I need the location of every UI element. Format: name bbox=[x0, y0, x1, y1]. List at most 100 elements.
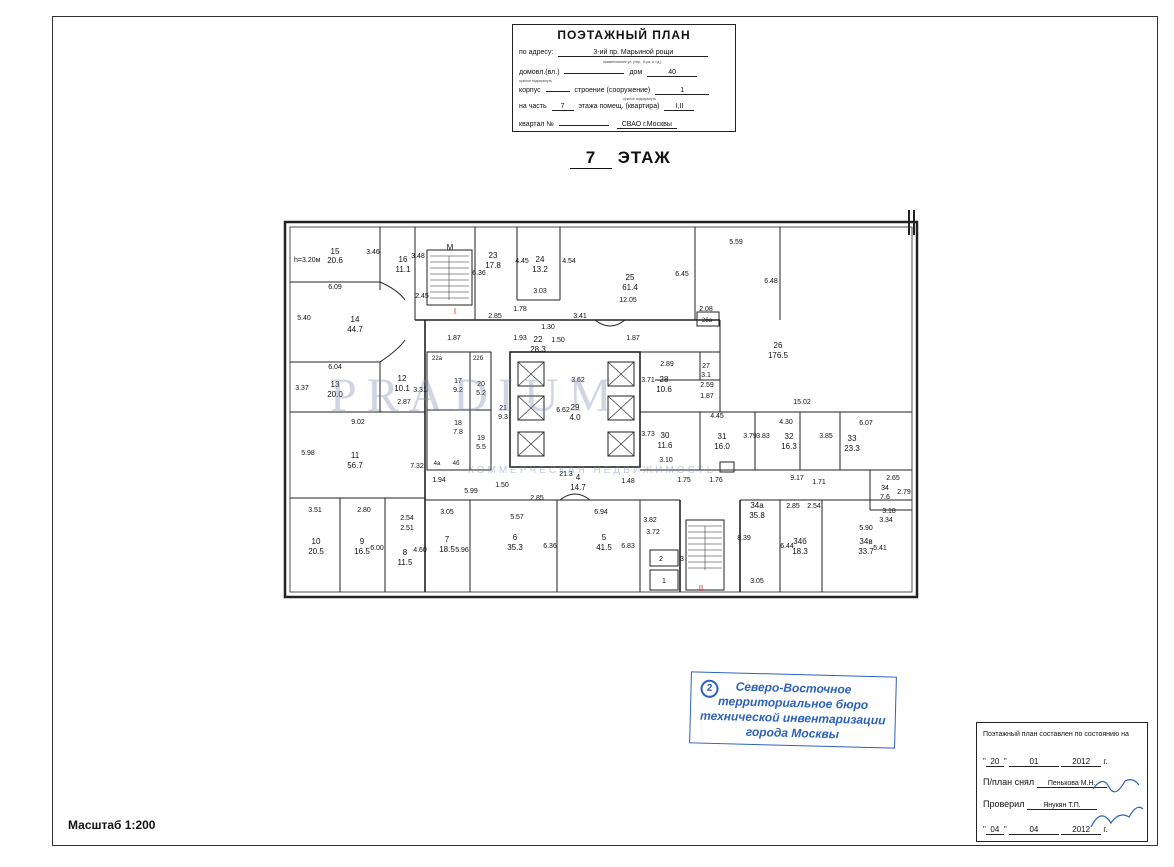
bti-stamp: 2 Северо-Восточное территориальное бюро … bbox=[689, 671, 897, 749]
svg-text:1.87: 1.87 bbox=[447, 335, 461, 342]
svg-text:10: 10 bbox=[312, 537, 321, 546]
svg-text:25: 25 bbox=[626, 273, 635, 282]
svg-text:17: 17 bbox=[454, 378, 462, 385]
room-label: 4б bbox=[453, 461, 460, 467]
svg-text:3.10: 3.10 bbox=[659, 457, 673, 464]
svg-text:23.3: 23.3 bbox=[844, 444, 860, 453]
floor-title: 7 ЭТАЖ bbox=[570, 148, 671, 169]
room-26a bbox=[696, 311, 720, 327]
address-value: 3-ий пр. Марьиной рощи bbox=[558, 49, 709, 57]
svg-text:1.78: 1.78 bbox=[513, 306, 527, 313]
svg-text:35.3: 35.3 bbox=[507, 543, 523, 552]
svg-text:5.5: 5.5 bbox=[476, 444, 486, 451]
svg-text:3.18: 3.18 bbox=[882, 508, 896, 515]
elevator-shaft bbox=[607, 361, 635, 387]
korpus-row: корпус строение (сооружение) 1 bbox=[519, 87, 729, 97]
plan-walls bbox=[283, 210, 919, 599]
svg-text:22а: 22а bbox=[432, 356, 443, 362]
svg-text:2.08: 2.08 bbox=[699, 306, 713, 313]
svg-text:9.02: 9.02 bbox=[351, 419, 365, 426]
info-title: Поэтажный план составлен по состоянию на bbox=[983, 731, 1129, 738]
svg-text:5.96: 5.96 bbox=[455, 547, 469, 554]
svg-text:2.85: 2.85 bbox=[488, 313, 502, 320]
svg-text:3.34: 3.34 bbox=[879, 517, 893, 524]
room-label: 26а bbox=[702, 318, 713, 324]
svg-text:2.79: 2.79 bbox=[897, 489, 911, 496]
svg-text:3.05: 3.05 bbox=[440, 509, 454, 516]
outer-wall bbox=[283, 220, 919, 599]
room-label: 195.5 bbox=[476, 435, 486, 451]
svg-text:3.31: 3.31 bbox=[413, 387, 427, 394]
svg-text:8.39: 8.39 bbox=[737, 535, 751, 542]
svg-text:12: 12 bbox=[398, 374, 407, 383]
svg-text:2.87: 2.87 bbox=[397, 399, 411, 406]
svg-text:23: 23 bbox=[489, 251, 498, 260]
staircase-top bbox=[426, 249, 473, 306]
svg-text:1.71: 1.71 bbox=[812, 479, 826, 486]
svg-text:9.2: 9.2 bbox=[453, 387, 463, 394]
address-row: по адресу: 3-ий пр. Марьиной рощи bbox=[519, 49, 729, 59]
staircase-bottom bbox=[685, 519, 725, 591]
room-label: 294.0 bbox=[569, 403, 581, 422]
svg-text:3.41: 3.41 bbox=[573, 313, 587, 320]
svg-text:5.90: 5.90 bbox=[859, 525, 873, 532]
svg-text:28.3: 28.3 bbox=[530, 345, 546, 354]
svg-text:19: 19 bbox=[477, 435, 485, 442]
svg-text:2.65: 2.65 bbox=[886, 475, 900, 482]
elevator-shaft bbox=[607, 395, 635, 421]
dom-value: 40 bbox=[647, 69, 698, 77]
domovl-hint: нужное подчеркнуть bbox=[519, 79, 553, 83]
svg-text:6.44: 6.44 bbox=[780, 543, 794, 550]
svg-text:11.5: 11.5 bbox=[398, 558, 414, 567]
elevator-shaft bbox=[517, 361, 545, 387]
svg-text:176.5: 176.5 bbox=[768, 351, 789, 360]
svg-text:2.85: 2.85 bbox=[786, 503, 800, 510]
floor-label: ЭТАЖ bbox=[617, 148, 671, 167]
svg-text:3.83: 3.83 bbox=[756, 433, 770, 440]
room-label: 811.5 bbox=[398, 548, 414, 567]
svg-text:1.50: 1.50 bbox=[551, 337, 565, 344]
svg-text:3.48: 3.48 bbox=[411, 253, 425, 260]
svg-text:6: 6 bbox=[513, 533, 518, 542]
svg-text:6.04: 6.04 bbox=[328, 364, 342, 371]
svg-text:1.87: 1.87 bbox=[626, 335, 640, 342]
svg-text:6.00: 6.00 bbox=[370, 545, 384, 552]
svg-text:34в: 34в bbox=[859, 537, 872, 546]
svg-text:9: 9 bbox=[360, 537, 365, 546]
svg-text:3.85: 3.85 bbox=[819, 433, 833, 440]
svg-text:4.30: 4.30 bbox=[779, 419, 793, 426]
svg-text:1.94: 1.94 bbox=[432, 477, 446, 484]
svg-text:7.8: 7.8 bbox=[453, 429, 463, 436]
svg-text:5.98: 5.98 bbox=[301, 450, 315, 457]
svg-text:3.73: 3.73 bbox=[641, 431, 655, 438]
svg-text:М: М bbox=[447, 243, 454, 252]
elevator-shaft bbox=[607, 431, 635, 457]
svg-text:16.0: 16.0 bbox=[714, 442, 730, 451]
svg-text:1.93: 1.93 bbox=[513, 335, 527, 342]
svg-text:4а: 4а bbox=[434, 461, 441, 467]
domovl-row: домовл.(вл.) дом 40 bbox=[519, 69, 729, 79]
sheet-frame bbox=[52, 16, 1158, 846]
svg-text:56.7: 56.7 bbox=[347, 461, 363, 470]
info-check-date-row: "04" 04 2012 г. bbox=[983, 825, 1108, 835]
room-label: 187.8 bbox=[453, 420, 463, 436]
svg-text:1.75: 1.75 bbox=[677, 477, 691, 484]
svg-text:3.37: 3.37 bbox=[295, 385, 309, 392]
part-row: на часть 7 этажа помещ. (квартира) I,II bbox=[519, 103, 729, 113]
svg-text:18: 18 bbox=[454, 420, 462, 427]
svg-text:6.48: 6.48 bbox=[764, 278, 778, 285]
svg-text:6.07: 6.07 bbox=[859, 420, 873, 427]
outer-wall-inner bbox=[289, 226, 913, 593]
svg-text:2.89: 2.89 bbox=[660, 361, 674, 368]
svg-text:4.45: 4.45 bbox=[710, 413, 724, 420]
room-label: 4а bbox=[434, 461, 441, 467]
